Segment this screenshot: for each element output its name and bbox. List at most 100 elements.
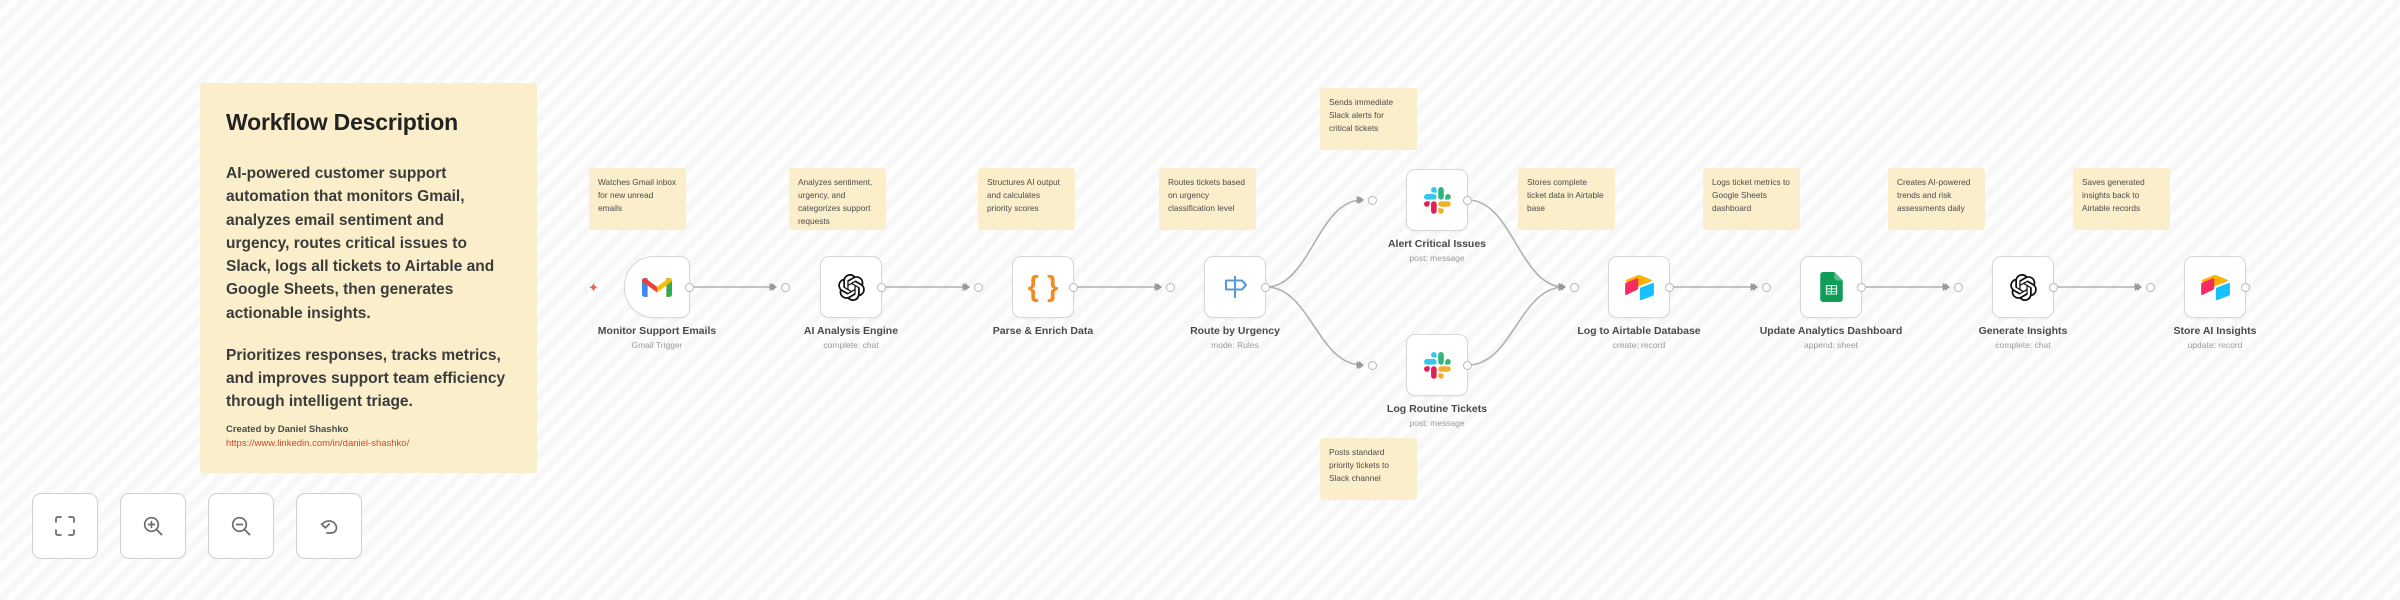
node-subtitle: append: sheet	[1804, 340, 1858, 351]
caption-generate-insights: Generate Insights complete: chat	[1928, 325, 2118, 352]
airtable-icon	[2200, 274, 2230, 300]
node-subtitle: Gmail Trigger	[631, 340, 683, 351]
description-paragraph-1: AI-powered customer support automation t…	[226, 165, 495, 322]
note-parse-enrich-data: Structures AI output and calculates prio…	[978, 168, 1075, 230]
node-subtitle: post: message	[1409, 418, 1465, 429]
note-monitor-support-emails: Watches Gmail inbox for new unread email…	[589, 168, 686, 230]
node-subtitle: complete: chat	[823, 340, 879, 351]
workflow-description-panel: Workflow Description AI-powered customer…	[200, 83, 537, 473]
node-generate-insights[interactable]	[1992, 256, 2054, 318]
port-in-route-by-urgency[interactable]	[1166, 283, 1175, 292]
arrow-in-generate-insights	[1945, 283, 1950, 291]
node-ai-analysis-engine[interactable]	[820, 256, 882, 318]
port-out-alert-critical-issues[interactable]	[1463, 196, 1472, 205]
openai-icon	[2009, 273, 2037, 301]
node-subtitle: mode: Rules	[1211, 340, 1259, 351]
note-generate-insights: Creates AI-powered trends and risk asses…	[1888, 168, 1985, 230]
credit-block: Created by Daniel Shashko https://www.li…	[226, 423, 409, 452]
port-out-log-routine-tickets[interactable]	[1463, 361, 1472, 370]
node-parse-enrich-data[interactable]: { }	[1012, 256, 1074, 318]
slack-icon	[1423, 186, 1451, 214]
node-store-ai-insights[interactable]	[2184, 256, 2246, 318]
arrow-in-log-routine-tickets	[1359, 361, 1364, 369]
code-braces-icon: { }	[1027, 270, 1059, 303]
port-in-generate-insights[interactable]	[1954, 283, 1963, 292]
port-in-parse-enrich-data[interactable]	[974, 283, 983, 292]
node-title: Alert Critical Issues	[1387, 238, 1487, 250]
openai-icon	[837, 273, 865, 301]
note-ai-analysis-engine: Analyzes sentiment, urgency, and categor…	[789, 168, 886, 230]
note-update-analytics-dashboard: Logs ticket metrics to Google Sheets das…	[1703, 168, 1800, 230]
caption-parse-enrich-data: Parse & Enrich Data	[948, 325, 1138, 339]
note-store-ai-insights: Saves generated insights back to Airtabl…	[2073, 168, 2170, 230]
node-title: Log to Airtable Database	[1577, 325, 1701, 337]
arrow-in-store-ai-insights	[2137, 283, 2142, 291]
arrow-in-alert-critical-issues	[1359, 196, 1364, 204]
gmail-icon	[642, 276, 672, 299]
port-in-log-to-airtable-database[interactable]	[1570, 283, 1579, 292]
fit-to-view-button[interactable]	[32, 493, 98, 559]
note-log-routine-tickets: Posts standard priority tickets to Slack…	[1320, 438, 1417, 500]
node-subtitle: complete: chat	[1995, 340, 2051, 351]
arrow-in-route-by-urgency	[1157, 283, 1162, 291]
port-out-parse-enrich-data[interactable]	[1069, 283, 1078, 292]
reset-zoom-button[interactable]	[296, 493, 362, 559]
zoom-out-icon	[230, 515, 252, 537]
arrow-in-ai-analysis-engine	[772, 283, 777, 291]
page-title: Workflow Description	[226, 109, 458, 135]
node-log-to-airtable-database[interactable]	[1608, 256, 1670, 318]
node-subtitle: update: record	[2187, 340, 2243, 351]
node-log-routine-tickets[interactable]	[1406, 334, 1468, 396]
port-out-route-by-urgency[interactable]	[1261, 283, 1270, 292]
port-out-log-to-airtable-database[interactable]	[1665, 283, 1674, 292]
trigger-bolt-icon: ✦	[588, 280, 599, 295]
node-route-by-urgency[interactable]	[1204, 256, 1266, 318]
node-title: Monitor Support Emails	[597, 325, 717, 337]
fit-to-view-icon	[54, 515, 76, 537]
caption-monitor-support-emails: Monitor Support Emails Gmail Trigger	[562, 325, 752, 352]
node-title: Store AI Insights	[2173, 325, 2257, 337]
zoom-out-button[interactable]	[208, 493, 274, 559]
credit-link[interactable]: https://www.linkedin.com/in/daniel-shash…	[226, 437, 410, 449]
node-title: Log Routine Tickets	[1386, 403, 1488, 415]
port-out-generate-insights[interactable]	[2049, 283, 2058, 292]
zoom-in-icon	[142, 515, 164, 537]
caption-ai-analysis-engine: AI Analysis Engine complete: chat	[756, 325, 946, 352]
caption-route-by-urgency: Route by Urgency mode: Rules	[1140, 325, 1330, 352]
node-title: AI Analysis Engine	[803, 325, 899, 337]
caption-log-routine-tickets: Log Routine Tickets post: message	[1342, 403, 1532, 430]
port-out-ai-analysis-engine[interactable]	[877, 283, 886, 292]
node-alert-critical-issues[interactable]	[1406, 169, 1468, 231]
switch-signpost-icon	[1220, 273, 1250, 301]
canvas-toolbar[interactable]	[32, 493, 362, 559]
port-out-update-analytics-dashboard[interactable]	[1857, 283, 1866, 292]
caption-update-analytics-dashboard: Update Analytics Dashboard append: sheet	[1736, 325, 1926, 352]
node-subtitle: post: message	[1409, 253, 1465, 264]
slack-icon	[1423, 351, 1451, 379]
note-alert-critical-issues: Sends immediate Slack alerts for critica…	[1320, 88, 1417, 150]
arrow-in-log-to-airtable-database	[1561, 283, 1566, 291]
caption-store-ai-insights: Store AI Insights update: record	[2120, 325, 2310, 352]
zoom-in-button[interactable]	[120, 493, 186, 559]
node-title: Generate Insights	[1978, 325, 2068, 337]
port-in-update-analytics-dashboard[interactable]	[1762, 283, 1771, 292]
port-in-log-routine-tickets[interactable]	[1368, 361, 1377, 370]
arrow-in-update-analytics-dashboard	[1753, 283, 1758, 291]
node-update-analytics-dashboard[interactable]	[1800, 256, 1862, 318]
description-paragraph-2: Prioritizes responses, tracks metrics, a…	[226, 346, 506, 411]
caption-log-to-airtable-database: Log to Airtable Database create: record	[1544, 325, 1734, 352]
port-in-alert-critical-issues[interactable]	[1368, 196, 1377, 205]
google-sheets-icon	[1819, 272, 1843, 302]
node-subtitle: create: record	[1612, 340, 1666, 351]
port-in-store-ai-insights[interactable]	[2146, 283, 2155, 292]
credit-author: Created by Daniel Shashko	[226, 423, 349, 435]
port-in-ai-analysis-engine[interactable]	[781, 283, 790, 292]
arrow-in-parse-enrich-data	[965, 283, 970, 291]
airtable-icon	[1624, 274, 1654, 300]
node-title: Route by Urgency	[1190, 325, 1280, 337]
node-monitor-support-emails[interactable]	[624, 256, 690, 318]
node-title: Update Analytics Dashboard	[1759, 325, 1903, 337]
port-out-monitor-support-emails[interactable]	[685, 283, 694, 292]
port-out-store-ai-insights[interactable]	[2241, 283, 2250, 292]
